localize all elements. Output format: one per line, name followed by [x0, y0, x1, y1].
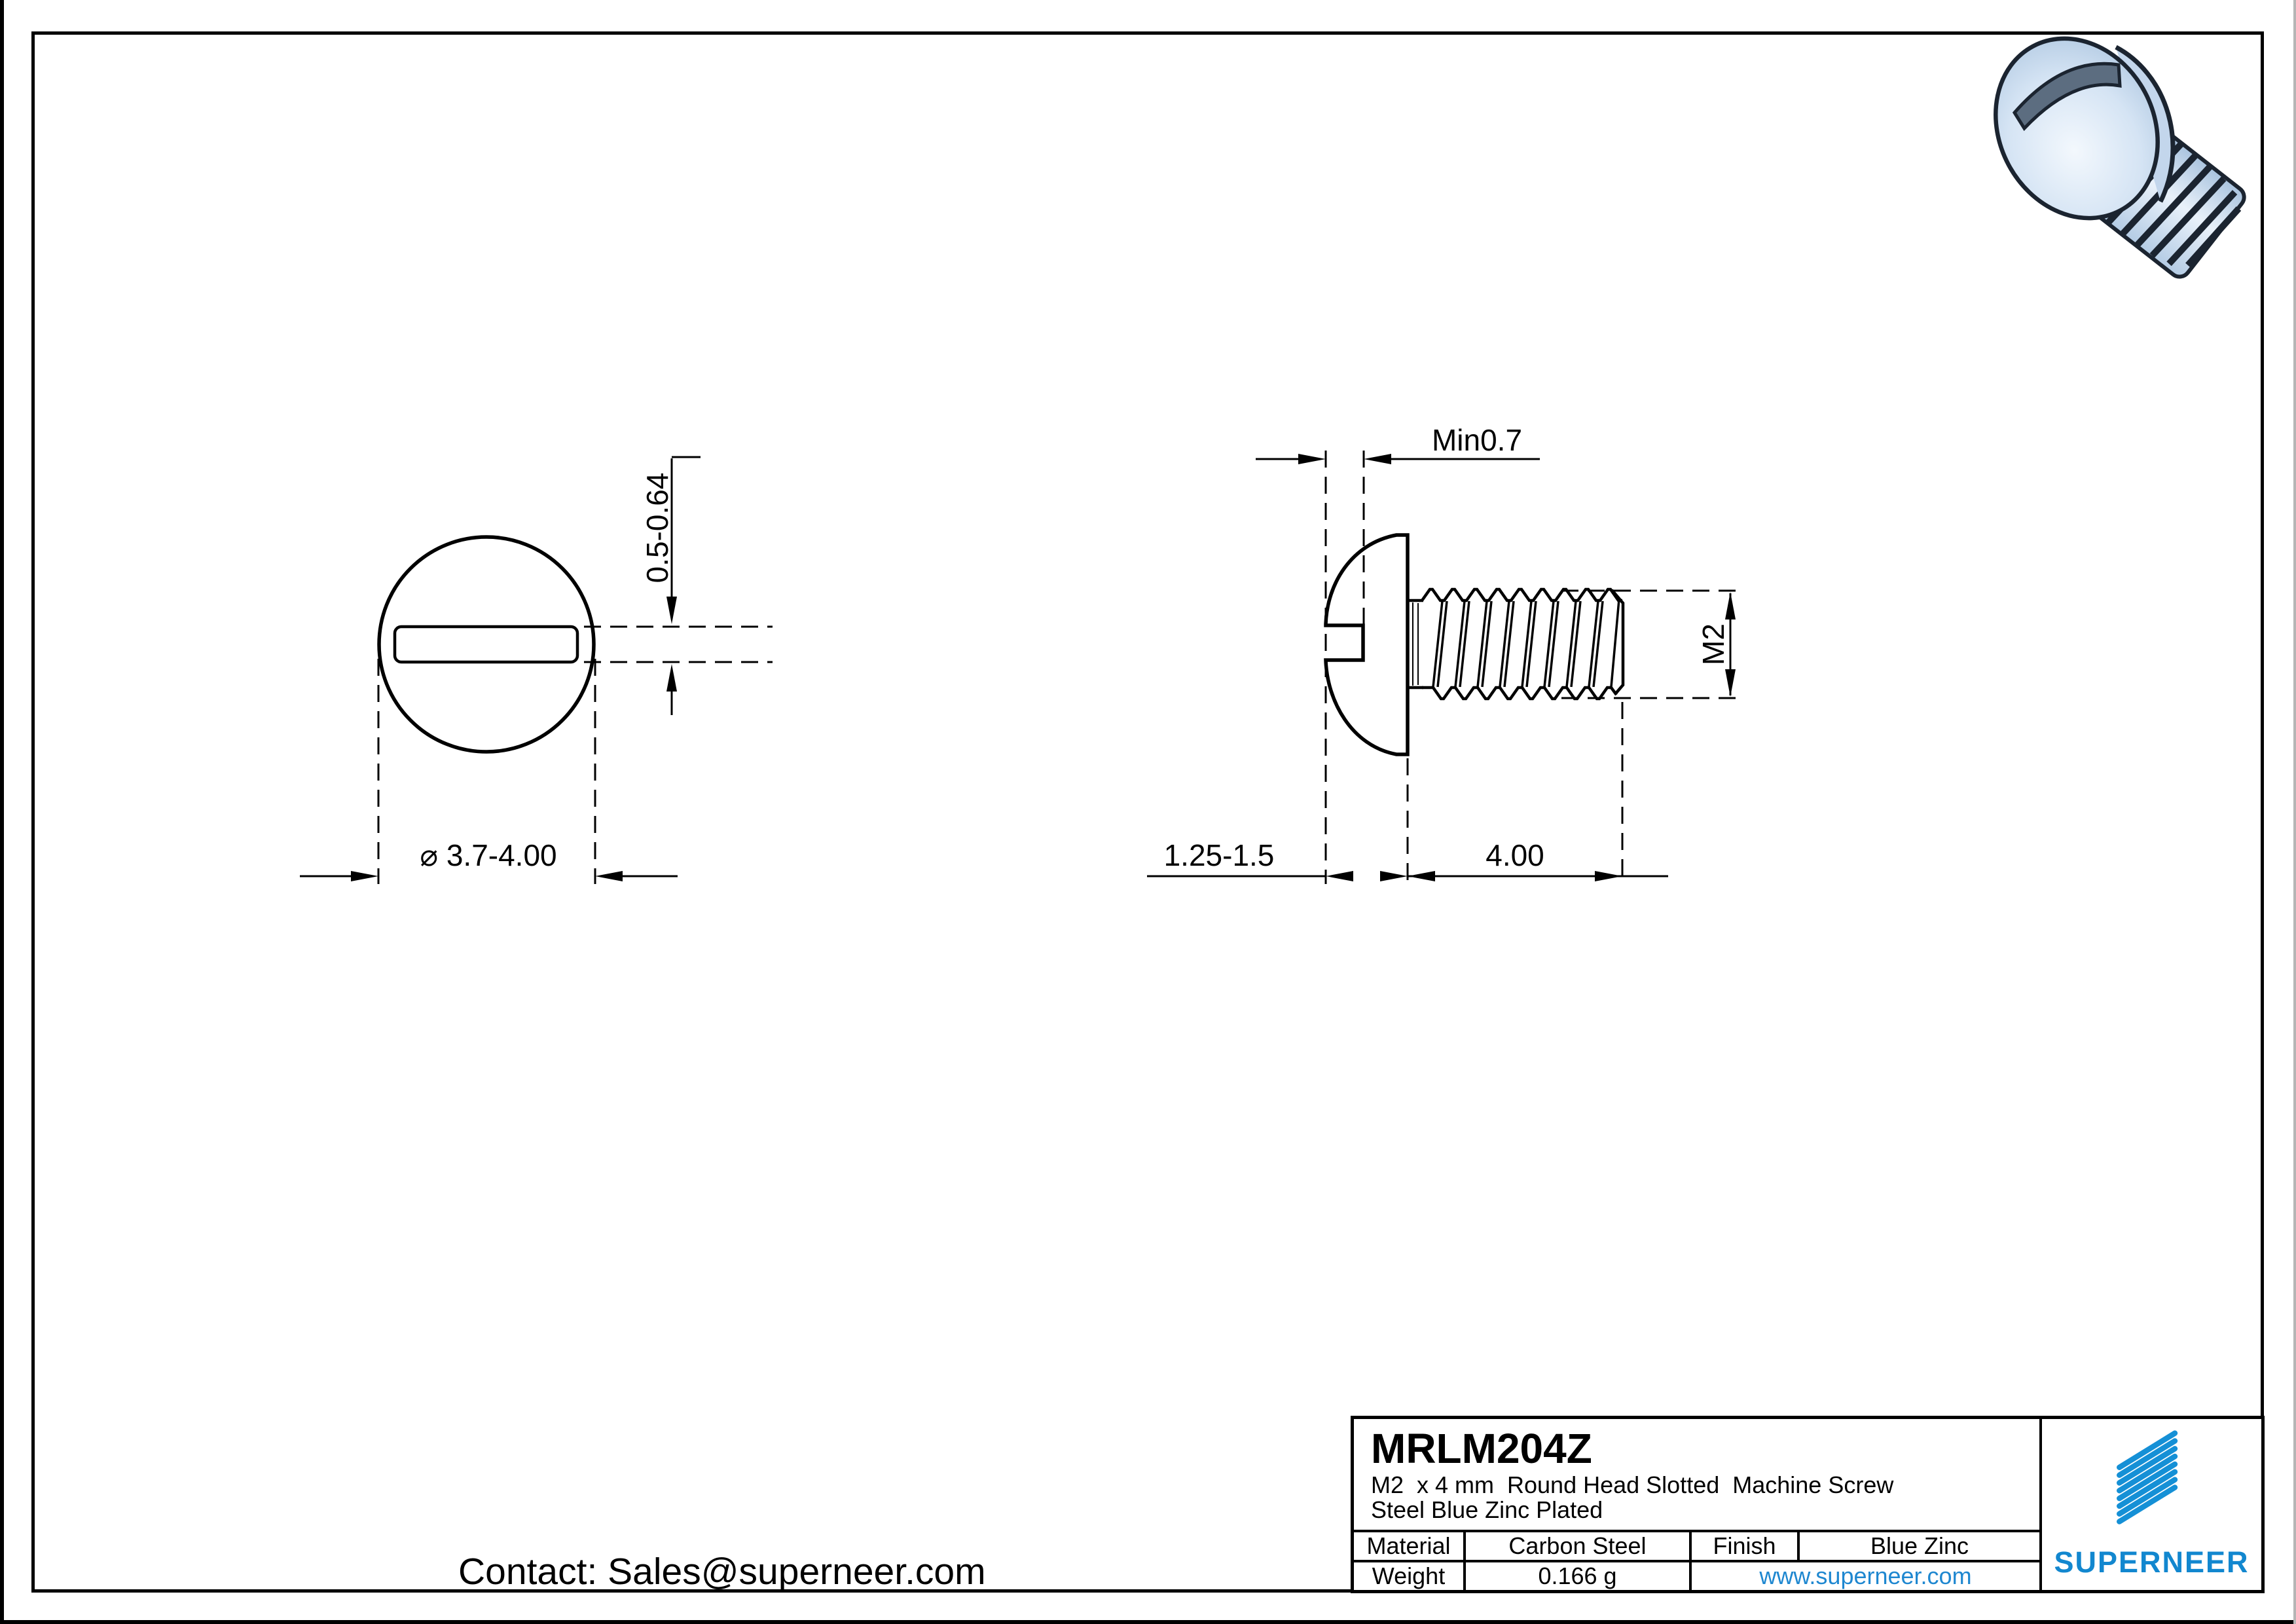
- thread-crest-bottom: [1422, 686, 1618, 701]
- weight-value: 0.166 g: [1463, 1562, 1689, 1590]
- finish-value: Blue Zinc: [1797, 1532, 2039, 1560]
- arrow-right: [1380, 871, 1408, 881]
- arrow-right: [351, 871, 378, 881]
- slot-outline: [393, 625, 579, 664]
- weight-website-row: Weight 0.166 g www.superneer.com: [1354, 1560, 2039, 1590]
- arrow-right: [1298, 454, 1326, 464]
- slot-3d: [2012, 62, 2122, 132]
- page-edge-bottom: [0, 1620, 2296, 1624]
- arrow-right: [1595, 871, 1622, 881]
- thread-end-chamfer: [1611, 589, 1625, 695]
- description-line-2: Steel Blue Zinc Plated: [1371, 1496, 1603, 1523]
- slot-width-label: 0.5-0.64: [640, 473, 674, 583]
- arrow-up: [666, 664, 677, 692]
- front-view: 0.5-0.64 ⌀ 3.7-4.00: [300, 456, 773, 884]
- title-block: MRLM204Z M2 x 4 mm Round Head Slotted Ma…: [1351, 1416, 2265, 1593]
- title-block-description: MRLM204Z M2 x 4 mm Round Head Slotted Ma…: [1354, 1419, 2039, 1530]
- part-number: MRLM204Z: [1371, 1425, 1592, 1472]
- side-view: Min0.7 M2 1.25: [1147, 423, 1741, 884]
- page-edge-left: [0, 0, 4, 1624]
- finish-label: Finish: [1689, 1532, 1797, 1560]
- dim-slot-depth: Min0.7: [1256, 423, 1540, 884]
- description-line-1: M2 x 4 mm Round Head Slotted Machine Scr…: [1371, 1471, 1894, 1498]
- dim-thread: M2: [1561, 589, 1741, 699]
- brand-logo-cell: SUPERNEER: [2039, 1419, 2261, 1590]
- dim-head-diameter: ⌀ 3.7-4.00: [300, 659, 678, 884]
- dim-bottom: 1.25-1.5 4.00: [1147, 702, 1668, 884]
- contact-line: Contact: Sales@superneer.com: [458, 1551, 986, 1593]
- arrow-left: [1326, 871, 1353, 881]
- material-value: Carbon Steel: [1463, 1532, 1689, 1560]
- drawing-frame: [31, 31, 2264, 1593]
- screw-3d-render: [1994, 36, 2246, 279]
- arrow-down: [1725, 669, 1736, 697]
- title-block-left: MRLM204Z M2 x 4 mm Round Head Slotted Ma…: [1354, 1419, 2039, 1590]
- head-height-label: 1.25-1.5: [1164, 838, 1275, 872]
- slot-depth-label: Min0.7: [1432, 423, 1522, 457]
- arrow-left: [595, 871, 623, 881]
- brand-logo-icon: [2117, 1430, 2178, 1524]
- dim-slot-width: 0.5-0.64: [584, 456, 773, 715]
- thread-crest-top: [1421, 587, 1622, 602]
- weight-label: Weight: [1372, 1562, 1446, 1589]
- arrow-up: [1725, 592, 1736, 619]
- brand-wordmark: SUPERNEER: [2054, 1545, 2250, 1579]
- website-link[interactable]: www.superneer.com: [1689, 1562, 2039, 1590]
- thread-label: M2: [1696, 623, 1730, 665]
- material-finish-row: Material Carbon Steel Finish Blue Zinc: [1354, 1530, 2039, 1560]
- material-label: Material: [1366, 1532, 1451, 1559]
- arrow-left: [1364, 454, 1391, 464]
- page-edge-right: [2293, 0, 2296, 1624]
- length-label: 4.00: [1485, 838, 1544, 872]
- head-diameter-label: ⌀ 3.7-4.00: [420, 838, 556, 872]
- thread-flanks: [1432, 599, 1620, 688]
- screw-head-profile: [1324, 533, 1410, 756]
- arrow-down: [666, 597, 677, 624]
